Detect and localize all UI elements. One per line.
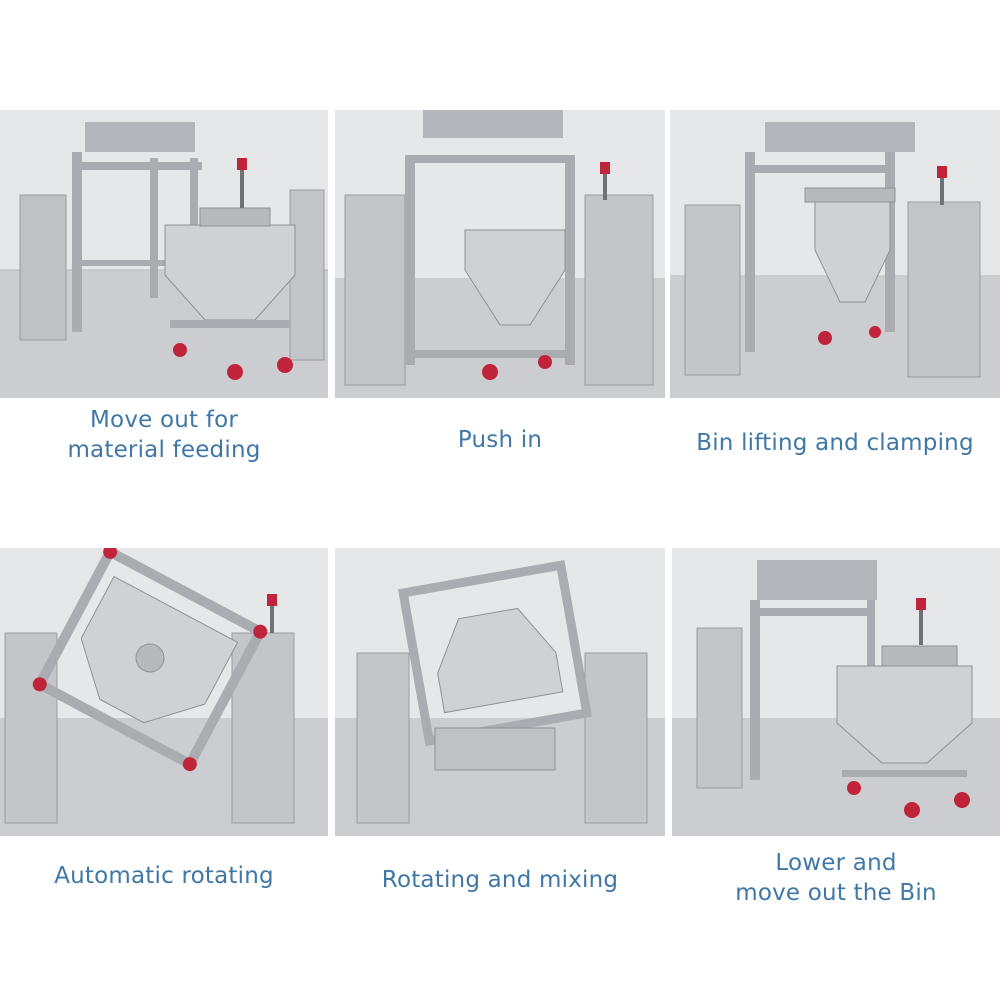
step-6-caption: Lower and move out the Bin xyxy=(672,848,1000,908)
bin-lifted-clamped-image xyxy=(670,110,1000,398)
mixer-bin-pushed-in-image xyxy=(335,110,665,398)
step-1-photo xyxy=(0,110,328,398)
step-4-caption: Automatic rotating xyxy=(0,861,328,891)
step-6-photo xyxy=(672,548,1000,836)
caption-line: Rotating and mixing xyxy=(381,867,619,893)
caption-line: material feeding xyxy=(67,437,261,463)
caption-line: Automatic rotating xyxy=(54,863,274,889)
mixer-bin-moved-out-image xyxy=(0,110,328,398)
rotating-mixing-image xyxy=(335,548,665,836)
bin-lowered-moved-out-image xyxy=(672,548,1000,836)
step-4-photo xyxy=(0,548,328,836)
step-2-caption: Push in xyxy=(335,425,665,455)
caption-line: Bin lifting and clamping xyxy=(696,430,974,456)
caption-line: Push in xyxy=(457,427,543,453)
step-2-photo xyxy=(335,110,665,398)
step-5-caption: Rotating and mixing xyxy=(335,865,665,895)
automatic-rotating-image xyxy=(0,548,328,836)
step-5-photo xyxy=(335,548,665,836)
caption-line: Lower and xyxy=(775,850,897,876)
caption-line: move out the Bin xyxy=(735,880,937,906)
caption-line: Move out for xyxy=(90,407,238,433)
step-3-caption: Bin lifting and clamping xyxy=(670,428,1000,458)
step-3-photo xyxy=(670,110,1000,398)
step-1-caption: Move out for material feeding xyxy=(0,405,328,465)
